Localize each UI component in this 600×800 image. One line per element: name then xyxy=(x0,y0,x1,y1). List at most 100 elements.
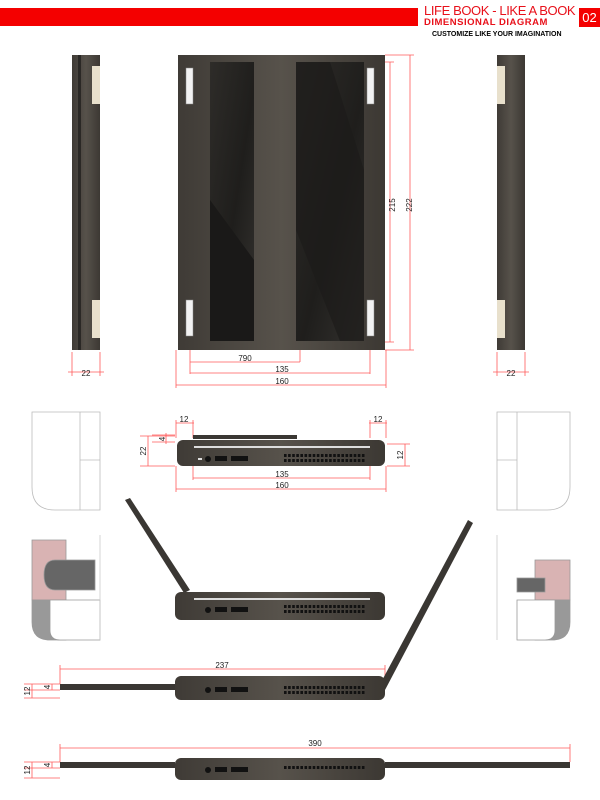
vent-slot xyxy=(300,610,303,613)
vent-slot xyxy=(296,605,299,608)
vent-slot xyxy=(341,610,344,613)
vent-slot xyxy=(312,686,316,689)
dim-flat-length: 390 xyxy=(308,739,322,748)
vent-slot xyxy=(353,610,357,613)
vent-slot xyxy=(345,459,349,462)
vent-slot xyxy=(349,605,353,608)
dim-open-height: 12 xyxy=(23,686,32,695)
vent-slot xyxy=(292,459,295,462)
dim-closed-hinge-left: 12 xyxy=(180,415,189,424)
vent-slot xyxy=(284,610,287,613)
vent-slot xyxy=(329,691,332,694)
vent-slot xyxy=(312,459,316,462)
vent-slot xyxy=(325,686,328,689)
vent-slot xyxy=(333,454,336,457)
vent-slot xyxy=(300,459,303,462)
vent-slot xyxy=(337,686,340,689)
vent-slot xyxy=(296,691,299,694)
dim-closed-lid: 4 xyxy=(158,436,167,441)
vent-slot xyxy=(341,691,344,694)
vent-slot xyxy=(329,610,332,613)
vent-slot xyxy=(333,766,336,769)
vent-slot xyxy=(325,766,328,769)
vent-slot xyxy=(341,686,344,689)
vent-slot xyxy=(325,610,328,613)
vent-slot xyxy=(312,454,316,457)
vent-slot xyxy=(296,686,299,689)
vent-slot xyxy=(349,610,353,613)
vent-slot xyxy=(316,454,320,457)
vent-slot xyxy=(333,691,336,694)
vent-slot xyxy=(304,605,308,608)
vent-slot xyxy=(316,610,320,613)
vent-slot xyxy=(361,459,365,462)
dim-front-width: 160 xyxy=(275,377,289,386)
vent-slot xyxy=(308,454,312,457)
vent-slot xyxy=(353,766,357,769)
vent-slot xyxy=(349,686,353,689)
page-subtitle: DIMENSIONAL DIAGRAM xyxy=(424,17,548,28)
vent-slot xyxy=(304,766,308,769)
vent-slot xyxy=(337,459,340,462)
vent-slot xyxy=(296,610,299,613)
vent-slot xyxy=(329,686,332,689)
vent-slot xyxy=(345,766,349,769)
vent-slot xyxy=(345,691,349,694)
vent-slot xyxy=(337,454,340,457)
vent-slot xyxy=(320,766,324,769)
vent-slot xyxy=(304,686,308,689)
vent-grilles xyxy=(284,454,365,769)
hinge-detail-open-right xyxy=(496,535,571,641)
vent-slot xyxy=(292,691,295,694)
vent-slot xyxy=(329,605,332,608)
vent-slot xyxy=(357,605,361,608)
dimension-lines xyxy=(24,54,571,779)
vent-slot xyxy=(345,605,349,608)
vent-slot xyxy=(353,691,357,694)
vent-slot xyxy=(316,605,320,608)
vent-slot xyxy=(312,605,316,608)
vent-slot xyxy=(333,610,336,613)
vent-slot xyxy=(304,459,308,462)
vent-slot xyxy=(325,454,328,457)
dim-front-height: 222 xyxy=(405,198,414,212)
tagline: CUSTOMIZE LIKE YOUR IMAGINATION xyxy=(432,31,562,38)
vent-slot xyxy=(296,454,299,457)
vent-slot xyxy=(300,691,303,694)
front-open-view xyxy=(178,55,385,350)
vent-slot xyxy=(361,766,365,769)
vent-slot xyxy=(288,610,291,613)
vent-slot xyxy=(357,766,361,769)
vent-slot xyxy=(284,686,287,689)
vent-slot xyxy=(288,691,291,694)
vent-slot xyxy=(308,459,312,462)
vent-slot xyxy=(296,766,299,769)
vent-slot xyxy=(292,766,295,769)
vent-slot xyxy=(284,766,287,769)
vent-slot xyxy=(288,766,291,769)
vent-slot xyxy=(288,686,291,689)
vent-slot xyxy=(349,766,353,769)
dim-open-length: 237 xyxy=(215,661,229,670)
vent-slot xyxy=(337,605,340,608)
vent-slot xyxy=(284,691,287,694)
vent-slot xyxy=(308,610,312,613)
vent-slot xyxy=(304,691,308,694)
closed-side-view xyxy=(177,435,385,466)
vent-slot xyxy=(308,686,312,689)
vent-slot xyxy=(320,454,324,457)
vent-slot xyxy=(345,454,349,457)
vent-slot xyxy=(312,691,316,694)
left-spine-view xyxy=(72,55,100,350)
vent-slot xyxy=(353,605,357,608)
dim-closed-inner-width: 135 xyxy=(275,470,289,479)
dim-open-lid: 4 xyxy=(43,684,52,689)
vent-slot xyxy=(357,686,361,689)
hinge-detail-closed-left xyxy=(31,411,101,511)
vent-slot xyxy=(329,454,332,457)
flat-open-view xyxy=(60,758,570,780)
dim-closed-width: 160 xyxy=(275,481,289,490)
vent-slot xyxy=(320,691,324,694)
vent-slot xyxy=(320,686,324,689)
